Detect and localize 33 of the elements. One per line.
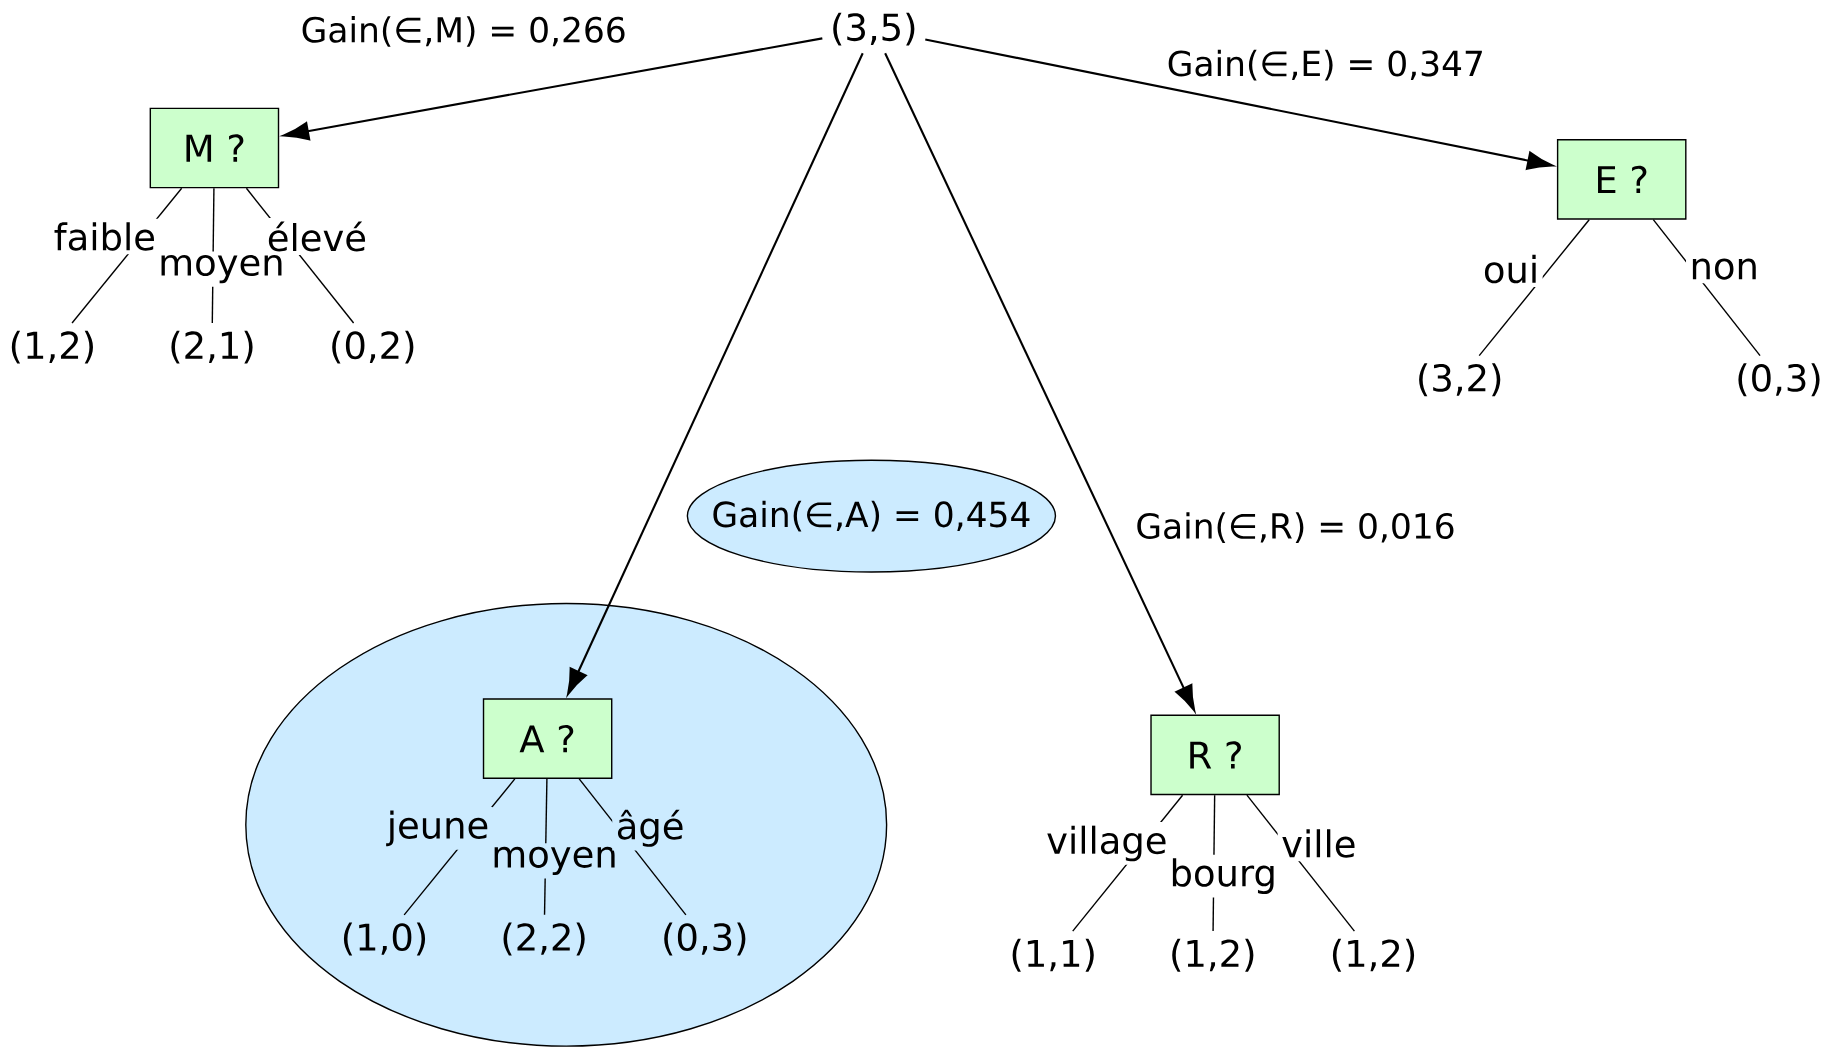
count-label: (3,5): [833, 12, 915, 46]
count-label: (1,2): [11, 330, 93, 364]
edge-label: jeune: [383, 806, 493, 850]
edge-label: oui: [1479, 251, 1543, 287]
attribute-box: R ?: [1150, 714, 1280, 796]
count-label: (2,2): [503, 922, 585, 956]
edge-label: Gain(∈,M) = 0,266: [297, 12, 631, 51]
count-label: (0,3): [664, 922, 746, 956]
count-label: (1,2): [1332, 938, 1415, 972]
edge-label: élevé: [263, 217, 371, 256]
edge-label: ville: [1277, 825, 1360, 862]
edge-label: non: [1686, 255, 1763, 284]
count-label: (0,2): [332, 330, 414, 364]
edge-label: village: [1042, 822, 1171, 865]
count-label: (0,3): [1738, 363, 1820, 397]
attribute-box: A ?: [482, 698, 613, 779]
arrow: [884, 52, 1196, 712]
attribute-box: E ?: [1556, 139, 1687, 220]
branch-line: [1478, 219, 1590, 357]
edge-label: Gain(∈,E) = 0,347: [1163, 46, 1489, 85]
attribute-box: M ?: [149, 107, 280, 189]
count-label: (2,1): [171, 330, 253, 364]
arrow: [925, 38, 1554, 170]
edge-label: Gain(∈,R) = 0,016: [1131, 508, 1460, 547]
count-label: (3,2): [1419, 363, 1501, 397]
edge-label: moyen: [154, 251, 289, 287]
count-label: (1,0): [343, 922, 426, 956]
edge-label: moyen: [487, 843, 622, 879]
highlight-ellipse: [245, 602, 888, 1047]
edge-label: faible: [50, 218, 160, 255]
count-label: (1,1): [1012, 938, 1094, 972]
edge-label: bourg: [1166, 854, 1281, 898]
count-label: (1,2): [1172, 938, 1254, 972]
